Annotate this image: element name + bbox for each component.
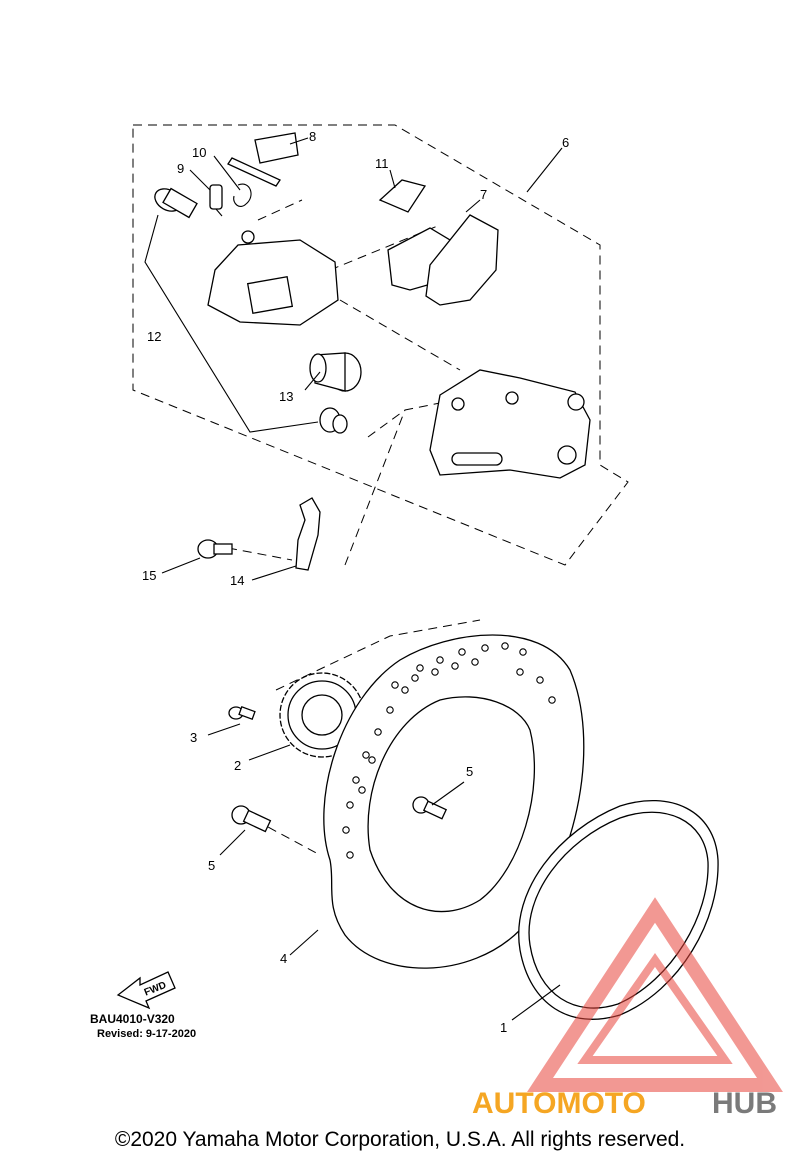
sensor-bracket-part xyxy=(295,497,321,571)
disc-hole xyxy=(536,676,544,684)
boot-part xyxy=(154,187,198,219)
disc-hole xyxy=(411,674,419,682)
leader-12 xyxy=(144,214,319,433)
disc-hole xyxy=(401,686,409,694)
callout-5b: 5 xyxy=(208,858,215,873)
disc-holes xyxy=(342,642,556,859)
revised-date: Revised: 9-17-2020 xyxy=(97,1028,196,1040)
pin-part xyxy=(227,132,299,187)
disc-hole xyxy=(342,826,350,834)
disc-hole xyxy=(386,706,394,714)
bolt-part-5a xyxy=(412,796,448,820)
bolt-part-5b xyxy=(231,805,272,833)
callout-6: 6 xyxy=(562,135,569,150)
callout-12: 12 xyxy=(147,329,161,344)
bolt-part-15 xyxy=(197,539,233,559)
disc-hole xyxy=(346,851,354,859)
diagram-code: BAU4010-V320 xyxy=(90,1012,175,1026)
callout-5a: 5 xyxy=(466,764,473,779)
disc-hole xyxy=(346,801,354,809)
disc-hole xyxy=(451,662,459,670)
disc-hole xyxy=(481,644,489,652)
callout-4: 4 xyxy=(280,951,287,966)
callout-13: 13 xyxy=(279,389,293,404)
caliper-bracket xyxy=(429,369,591,479)
disc-hole xyxy=(519,648,527,656)
disc-hole xyxy=(368,756,376,764)
disc-hole xyxy=(548,696,556,704)
disc-hole xyxy=(416,664,424,672)
callout-14: 14 xyxy=(230,573,244,588)
callout-11: 11 xyxy=(375,156,389,171)
disc-hole xyxy=(391,681,399,689)
disc-hole xyxy=(458,648,466,656)
watermark-part2: HUB xyxy=(712,1087,777,1120)
disc-hole xyxy=(374,728,382,736)
bleed-screw-part xyxy=(209,184,223,217)
screw-part-3 xyxy=(228,706,256,720)
fwd-arrow-icon: FWD xyxy=(116,971,176,1010)
callout-1: 1 xyxy=(500,1020,507,1035)
callout-8: 8 xyxy=(309,129,316,144)
small-boot-part xyxy=(319,407,348,434)
disc-hole xyxy=(501,642,509,650)
callout-labels: 1 2 3 4 5 5 6 7 8 9 10 11 12 13 14 15 xyxy=(142,129,569,1035)
disc-hole xyxy=(352,776,360,784)
caliper-body xyxy=(207,230,339,326)
disc-hole xyxy=(516,668,524,676)
clip-part xyxy=(233,183,252,207)
piston-part xyxy=(309,352,362,392)
watermark-text: AUTOMOTO HUB xyxy=(472,1087,777,1120)
assembly-outline xyxy=(132,124,629,566)
disc-hole xyxy=(436,656,444,664)
callout-leaders xyxy=(161,137,563,1021)
disc-hole xyxy=(471,658,479,666)
watermark-logo-icon xyxy=(527,897,783,1092)
pad-spring-part xyxy=(378,179,427,213)
callout-15: 15 xyxy=(142,568,156,583)
callout-3: 3 xyxy=(190,730,197,745)
disc-hole xyxy=(362,751,370,759)
callout-9: 9 xyxy=(177,161,184,176)
copyright-notice: ©2020 Yamaha Motor Corporation, U.S.A. A… xyxy=(114,1128,686,1151)
callout-10: 10 xyxy=(192,145,206,160)
brake-pads-part xyxy=(387,214,499,306)
callout-2: 2 xyxy=(234,758,241,773)
disc-hole xyxy=(358,786,366,794)
brake-disc-part xyxy=(323,634,585,969)
callout-7: 7 xyxy=(480,187,487,202)
watermark-part1: AUTOMOTO xyxy=(472,1087,646,1120)
disc-hole xyxy=(431,668,439,676)
